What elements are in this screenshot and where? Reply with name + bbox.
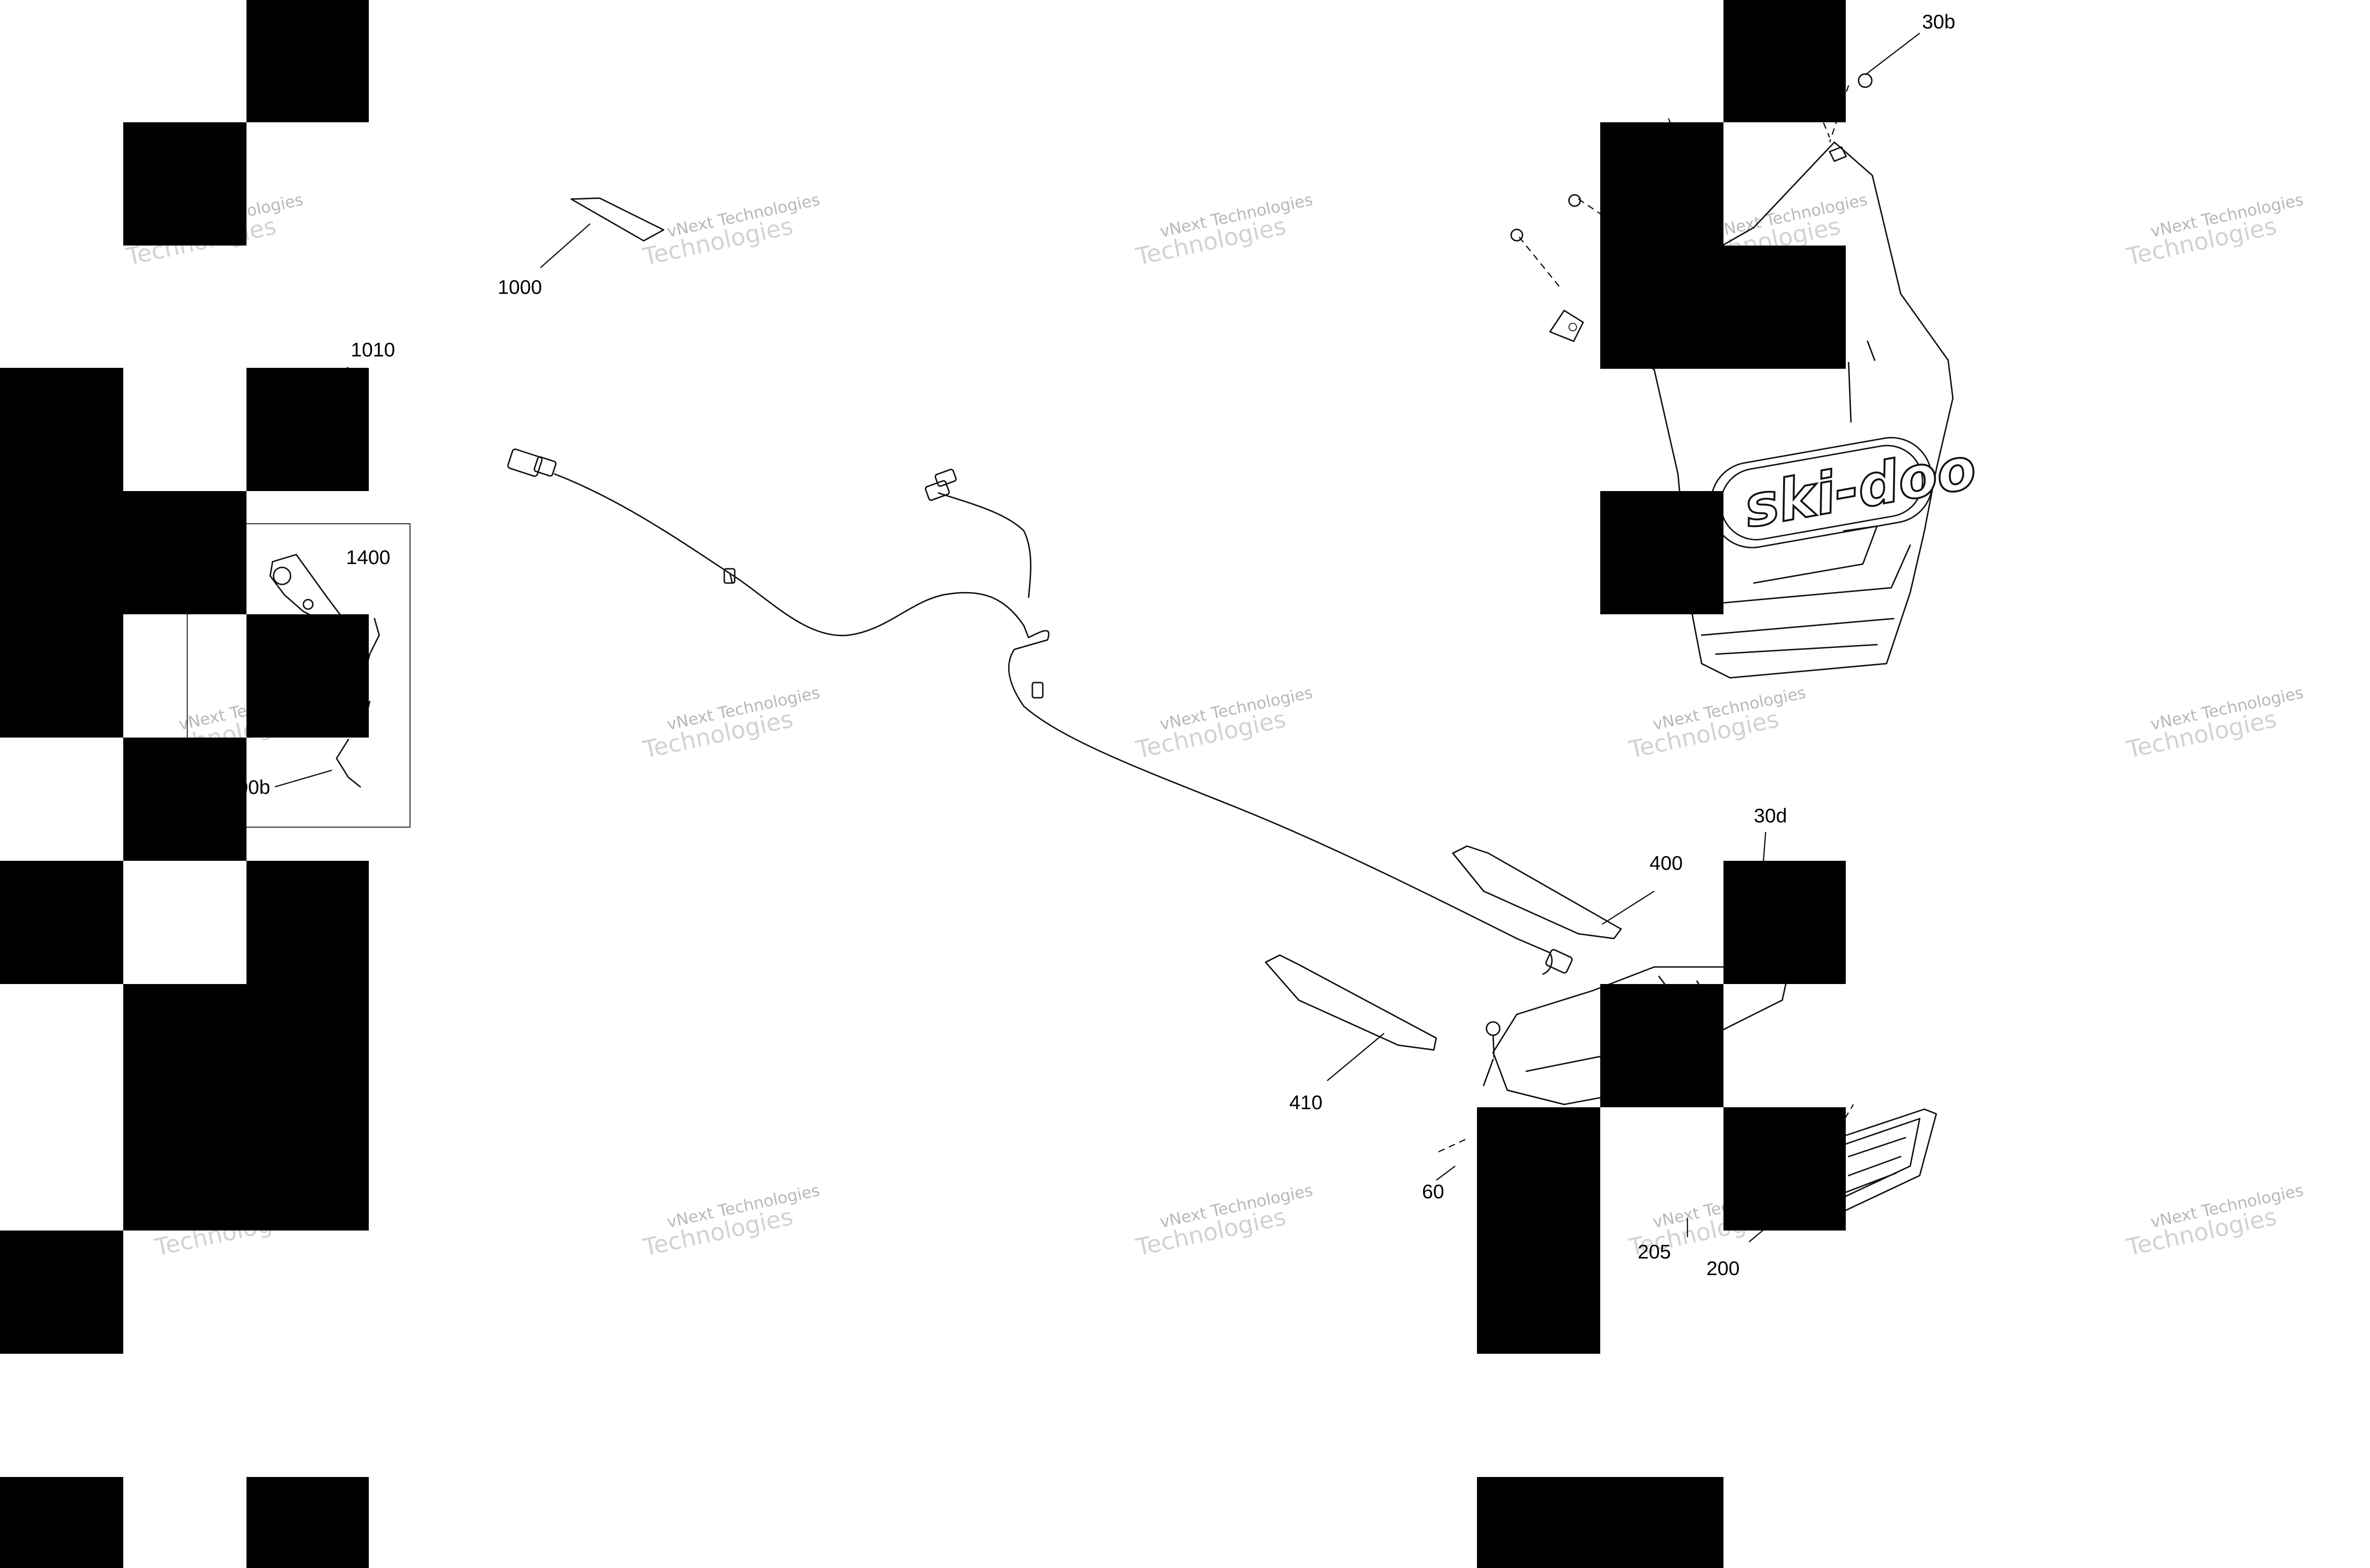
watermark: vNext Technologies Technologies bbox=[640, 1181, 821, 1261]
callout-1400: 1400 bbox=[346, 546, 390, 568]
watermark: vNext Technologies Technologies bbox=[640, 683, 821, 764]
mask-block bbox=[123, 122, 246, 246]
mask-block bbox=[1723, 1107, 1846, 1231]
mask-block bbox=[0, 491, 246, 614]
mask-block bbox=[1600, 491, 1723, 614]
mask-block bbox=[246, 861, 369, 984]
leader-30d bbox=[1762, 831, 1767, 863]
watermark-layer: vNext Technologies Technologies vNext Te… bbox=[124, 190, 2305, 1261]
mask-block bbox=[0, 861, 123, 984]
callout-1000: 1000 bbox=[498, 276, 542, 298]
watermark: vNext Technologies Technologies bbox=[640, 190, 821, 271]
callout-60: 60 bbox=[1422, 1180, 1444, 1203]
wiring-harness[interactable] bbox=[507, 448, 1573, 975]
redaction-mask bbox=[0, 0, 1846, 1568]
mask-block bbox=[1600, 122, 1723, 246]
watermark: vNext Technologies Technologies bbox=[2124, 190, 2305, 271]
mask-block bbox=[1600, 984, 1723, 1107]
callout-1010: 1010 bbox=[351, 338, 395, 361]
mask-block bbox=[0, 614, 123, 738]
part-1000-decal[interactable] bbox=[540, 197, 665, 268]
mask-block bbox=[0, 1477, 123, 1568]
mask-block bbox=[246, 368, 369, 491]
mask-block bbox=[0, 368, 123, 491]
mask-block bbox=[1600, 246, 1846, 369]
watermark: vNext Technologies Technologies bbox=[2124, 683, 2305, 764]
callout-30b: 30b bbox=[1922, 10, 1955, 33]
mask-block bbox=[246, 614, 369, 738]
watermark: vNext Technologies Technologies bbox=[1133, 1181, 1314, 1261]
mask-block bbox=[123, 984, 369, 1231]
watermark: vNext Technologies Technologies bbox=[1626, 683, 1807, 764]
watermark: vNext Technologies Technologies bbox=[1133, 190, 1314, 271]
mask-block bbox=[1723, 0, 1846, 122]
mask-block bbox=[246, 1477, 369, 1568]
leader-60 bbox=[1436, 1166, 1456, 1181]
callout-400: 400 bbox=[1650, 852, 1683, 874]
mask-block bbox=[1477, 1107, 1600, 1354]
mask-block bbox=[246, 0, 369, 122]
mask-block bbox=[1477, 1477, 1723, 1568]
part-410-decal[interactable] bbox=[1265, 954, 1437, 1081]
callout-200: 200 bbox=[1706, 1257, 1740, 1279]
brand-logo-text: ski-doo bbox=[1739, 435, 1981, 540]
watermark: vNext Technologies Technologies bbox=[2124, 1181, 2305, 1261]
callout-30d: 30d bbox=[1754, 804, 1787, 827]
callout-205: 205 bbox=[1638, 1240, 1671, 1263]
watermark: vNext Technologies Technologies bbox=[1133, 683, 1314, 764]
callout-410: 410 bbox=[1289, 1091, 1322, 1113]
mask-block bbox=[1723, 861, 1846, 984]
mask-block bbox=[123, 738, 246, 861]
ski-doo-logo: ski-doo bbox=[1710, 434, 1982, 548]
part-400-decal[interactable] bbox=[1452, 845, 1655, 939]
mask-block bbox=[0, 1231, 123, 1354]
